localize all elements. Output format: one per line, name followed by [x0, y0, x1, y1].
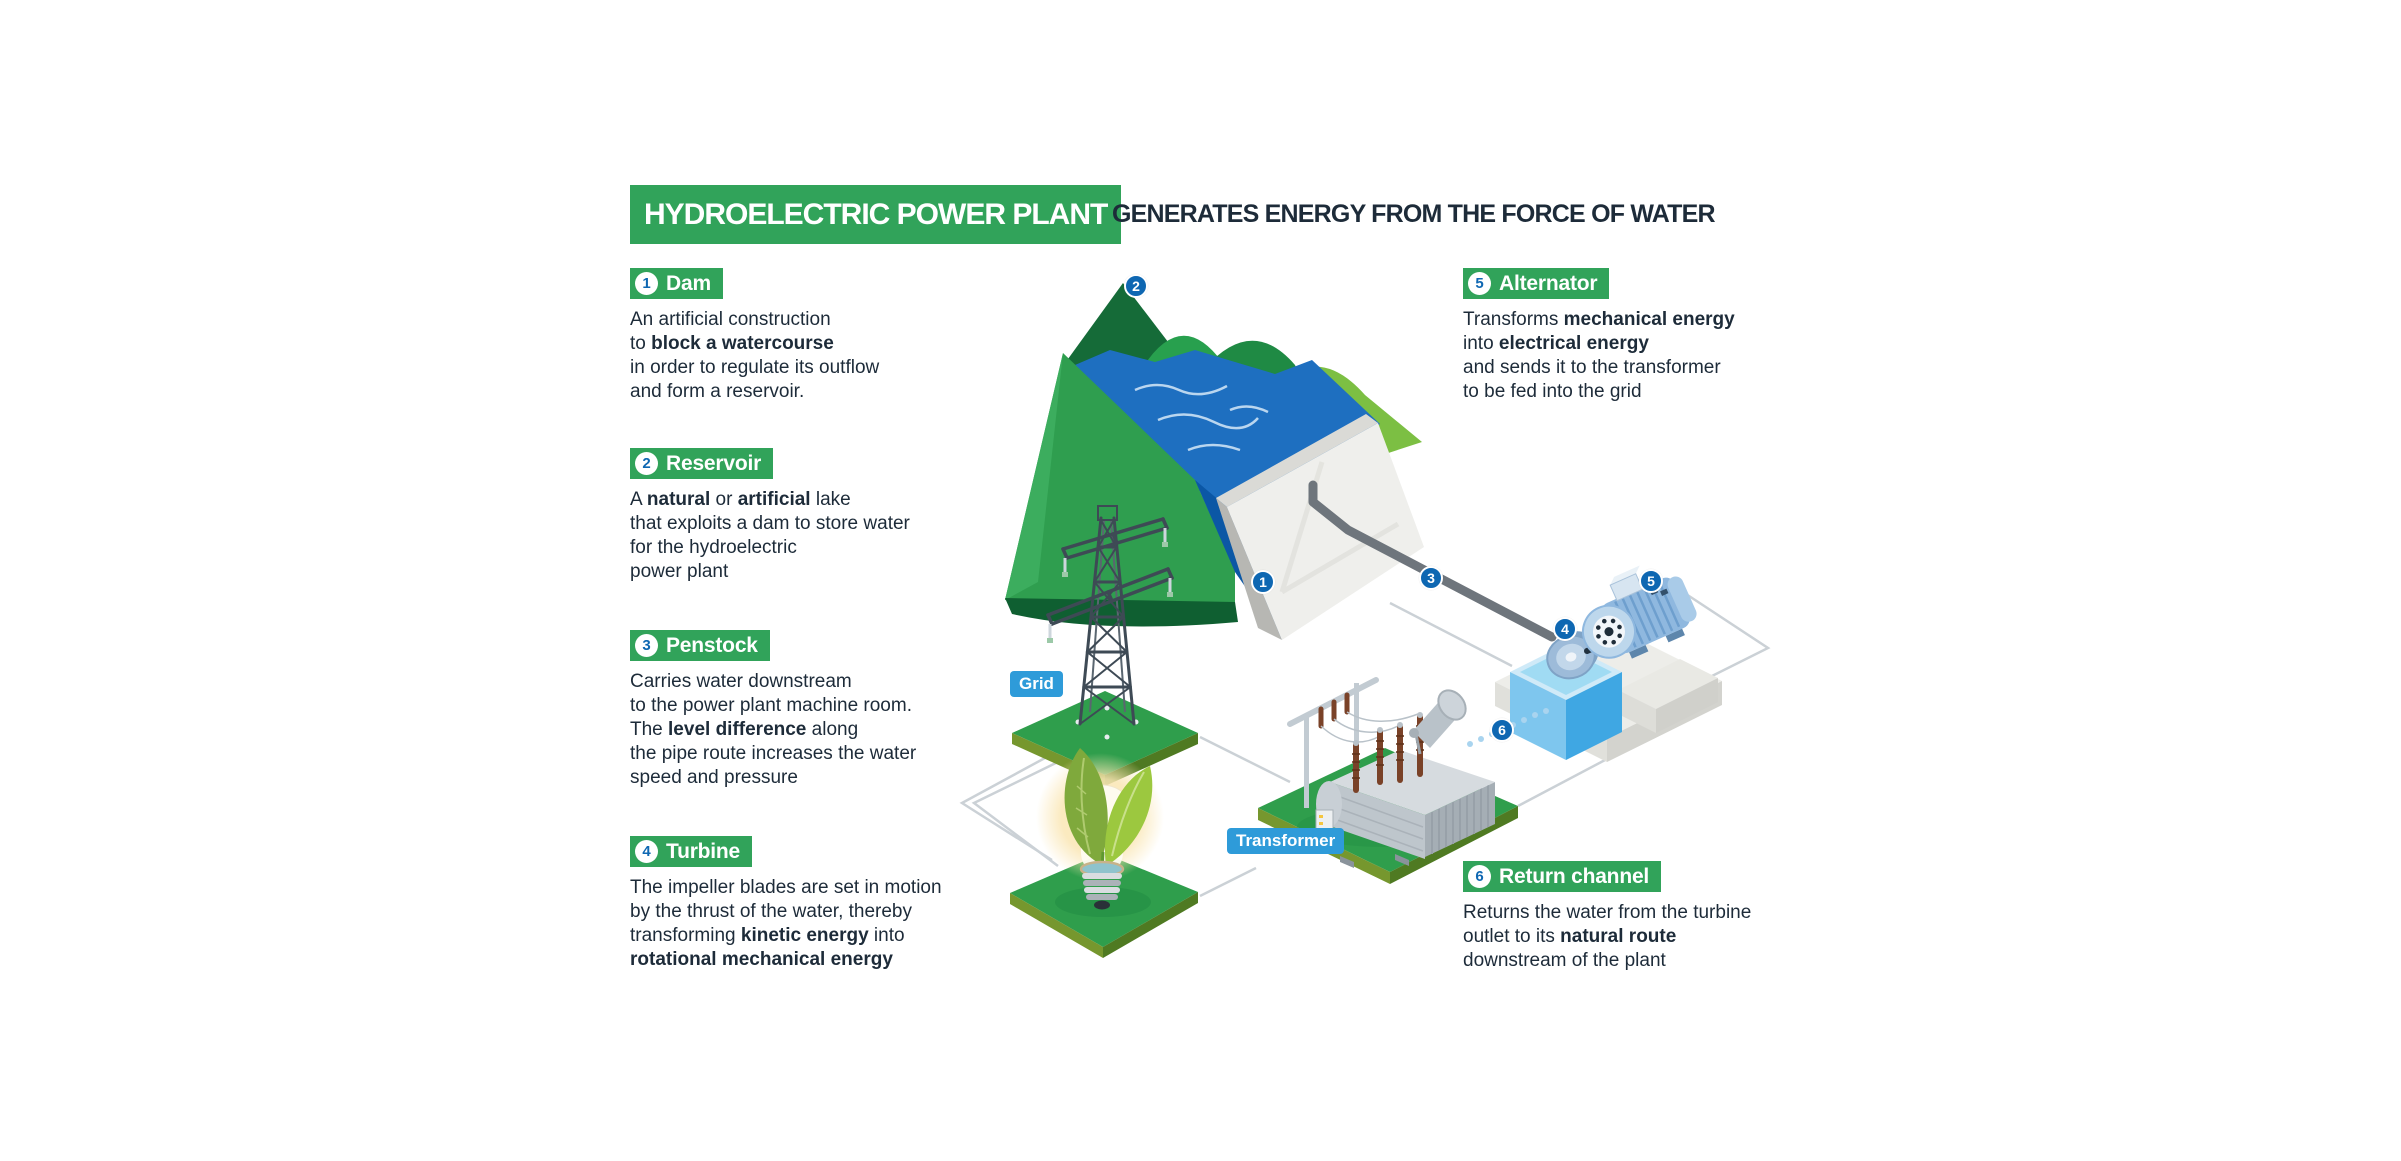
section-label: Dam — [666, 271, 711, 295]
section-turbine: 4 Turbine The impeller blades are set in… — [630, 836, 942, 972]
section-number-badge: 1 — [635, 272, 658, 295]
section-number-badge: 2 — [635, 452, 658, 475]
section-reservoir-header: 2 Reservoir — [630, 448, 774, 479]
eco-lightbulb-icon — [1036, 748, 1164, 910]
section-alternator-header: 5 Alternator — [1463, 268, 1610, 299]
diagram-marker-return-channel: 6 — [1490, 718, 1514, 742]
grid-label: Grid — [1010, 671, 1063, 697]
page-subtitle: GENERATES ENERGY FROM THE FORCE OF WATER — [1112, 200, 1716, 228]
title-banner: HYDROELECTRIC POWER PLANT — [630, 185, 1122, 244]
section-return-channel: 6 Return channel Returns the water from … — [1463, 861, 1751, 973]
diagram-marker-alternator: 5 — [1639, 569, 1663, 593]
section-alternator: 5 Alternator Transforms mechanical energ… — [1463, 268, 1735, 404]
section-turbine-header: 4 Turbine — [630, 836, 753, 867]
section-number-badge: 4 — [635, 840, 658, 863]
turbine-disc-icon — [1546, 631, 1599, 680]
dam-wall — [1216, 414, 1424, 640]
penstock-pipe — [1308, 480, 1557, 642]
section-reservoir: 2 Reservoir A natural or artificial lake… — [630, 448, 910, 584]
section-label: Turbine — [666, 839, 741, 863]
hydro-plant-illustration — [930, 262, 1820, 972]
transmission-tower-icon — [1046, 505, 1174, 740]
reservoir-water — [1075, 350, 1380, 507]
section-label: Alternator — [1499, 271, 1598, 295]
transformer-label: Transformer — [1227, 828, 1345, 854]
section-penstock-header: 3 Penstock — [630, 630, 770, 661]
alternator-motor-icon — [1581, 565, 1697, 659]
diagram-marker-turbine: 4 — [1553, 617, 1577, 641]
machine-room — [1495, 565, 1722, 762]
section-number-badge: 5 — [1468, 272, 1491, 295]
diagram-marker-reservoir: 2 — [1124, 274, 1148, 298]
section-return-channel-header: 6 Return channel — [1463, 861, 1662, 892]
front-mountain — [1005, 353, 1235, 612]
diagram-marker-penstock: 3 — [1419, 566, 1443, 590]
section-label: Penstock — [666, 633, 758, 657]
section-number-badge: 6 — [1468, 865, 1491, 888]
transformer-icon — [1287, 677, 1495, 868]
diagram-marker-dam: 1 — [1251, 570, 1275, 594]
section-dam-header: 1 Dam — [630, 268, 723, 299]
cooling-horn-icon — [1409, 689, 1467, 755]
section-label: Return channel — [1499, 864, 1650, 888]
section-label: Reservoir — [666, 451, 762, 475]
section-number-badge: 3 — [635, 634, 658, 657]
leaf-left — [1064, 748, 1108, 864]
page-title: HYDROELECTRIC POWER PLANT — [644, 197, 1108, 231]
